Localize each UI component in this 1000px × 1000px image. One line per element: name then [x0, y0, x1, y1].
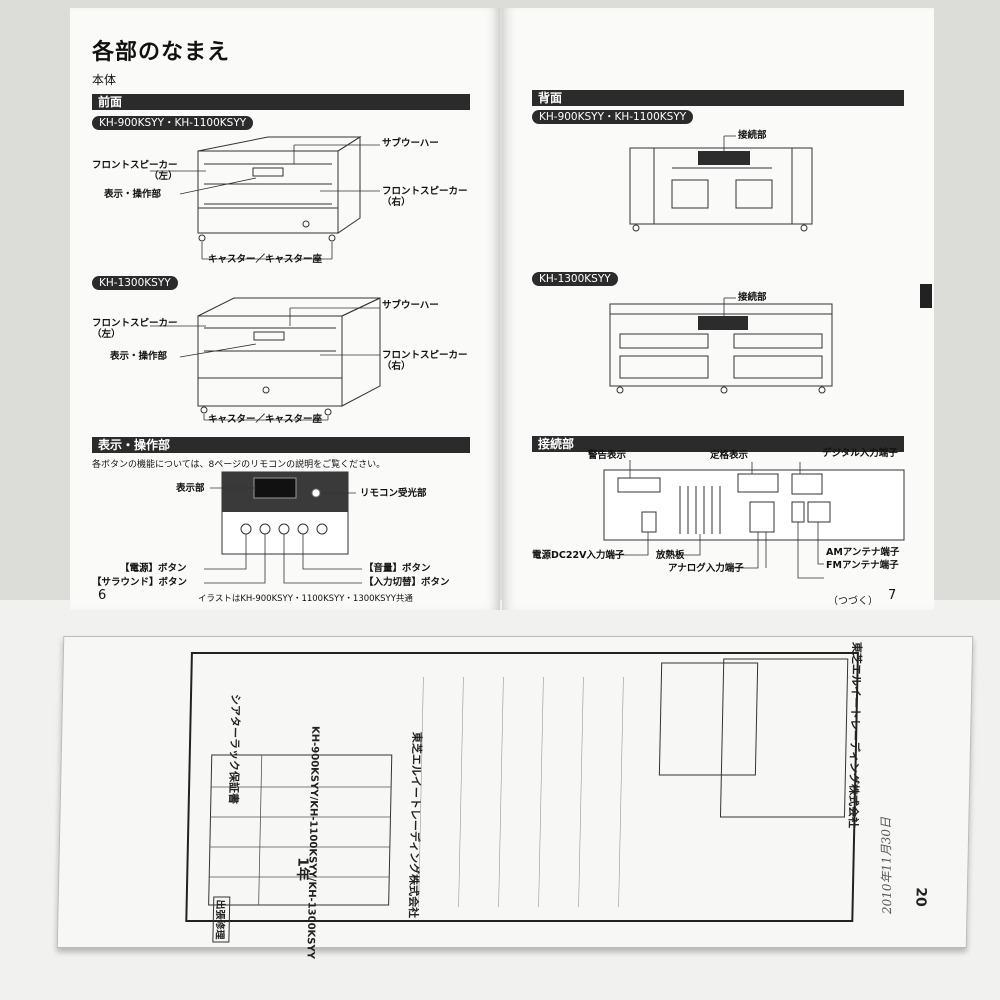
label-input-button: 【入力切替】ボタン — [364, 577, 450, 588]
label-warning: 警告表示 — [588, 450, 627, 461]
panel-note: 各ボタンの機能については、8ページのリモコンの説明をご覧ください。 — [92, 460, 386, 470]
label-dc-input: 電源DC22V入力端子 — [532, 550, 625, 561]
label-volume-button: 【音量】ボタン — [364, 563, 431, 574]
page-title: 各部のなまえ — [92, 40, 231, 65]
warranty-period: 1年 — [294, 857, 311, 881]
rack-front-illustration-b — [150, 297, 381, 421]
manual-page-left: 各部のなまえ 本体 前面 KH-900KSYY・KH-1100KSYY — [70, 8, 500, 610]
handwritten-date: 2010年11月30日 — [878, 816, 895, 915]
label-front-speaker-right-a: フロントスピーカー （右） — [382, 186, 468, 208]
rack-back-illustration-a — [629, 135, 813, 232]
warranty-page-number: 20 — [912, 887, 929, 907]
warranty-title: シアターラック保証書 — [226, 694, 243, 804]
rack-back-illustration-b — [609, 297, 833, 394]
index-tab-mark — [920, 284, 932, 308]
warranty-stamp: 出張修理 — [212, 896, 231, 943]
continued-note: （つづく） — [828, 596, 878, 607]
label-caster-a: キャスター／キャスター座 — [208, 254, 323, 265]
label-front-speaker-right-b: フロントスピーカー （右） — [382, 350, 468, 372]
label-connection-b: 接続部 — [738, 292, 767, 303]
label-heat-sink: 放熱板 — [656, 550, 685, 561]
control-panel-illustration — [204, 471, 362, 584]
label-display-operation-a: 表示・操作部 — [104, 189, 162, 200]
page-subtitle: 本体 — [92, 73, 117, 87]
label-connection-a: 接続部 — [738, 130, 767, 141]
label-display: 表示部 — [176, 483, 205, 494]
label-surround-button: 【サラウンド】ボタン — [92, 577, 188, 588]
page-number-left: 6 — [98, 588, 107, 603]
illustration-note: イラストはKH-900KSYY・1100KSYY・1300KSYY共通 — [198, 594, 413, 604]
section-header-panel: 表示・操作部 — [92, 437, 470, 453]
model-tag-b: KH-1300KSYY — [92, 276, 178, 290]
section-header-connection: 接続部 — [532, 436, 904, 452]
model-tag-a: KH-900KSYY・KH-1100KSYY — [92, 116, 254, 130]
warranty-booklet: シアターラック保証書 KH-900KSYY/KH-1100KSYY/KH-130… — [56, 636, 974, 959]
label-power-button: 【電源】ボタン — [120, 563, 187, 574]
label-remote-receiver: リモコン受光部 — [360, 488, 427, 499]
label-caster-b: キャスター／キャスター座 — [208, 414, 323, 425]
label-subwoofer-a: サブウーハー — [382, 138, 439, 149]
manual-page-right: 背面 KH-900KSYY・KH-1100KSYY 接続部 KH-1300KSY… — [502, 8, 934, 610]
label-front-speaker-left-a: フロントスピーカー （左） — [92, 160, 178, 182]
label-subwoofer-b: サブウーハー — [382, 300, 439, 311]
label-front-speaker-left-b: フロントスピーカー （左） — [92, 318, 178, 340]
model-tag-b-back: KH-1300KSYY — [532, 272, 618, 286]
section-header-front: 前面 — [92, 94, 470, 110]
page-number-right: 7 — [888, 588, 897, 603]
section-header-back: 背面 — [532, 90, 904, 106]
label-fm-antenna: FMアンテナ端子 — [826, 560, 899, 571]
rack-front-illustration-a — [150, 136, 380, 260]
label-analog-input: アナログ入力端子 — [668, 563, 744, 574]
label-am-antenna: AMアンテナ端子 — [826, 547, 900, 558]
warranty-border — [185, 652, 859, 922]
model-tag-a-back: KH-900KSYY・KH-1100KSYY — [532, 110, 694, 124]
connection-panel-illustration — [603, 460, 905, 579]
label-display-operation-b: 表示・操作部 — [110, 351, 168, 362]
label-rating: 定格表示 — [710, 450, 749, 461]
label-digital-input: デジタル入力端子 — [822, 448, 898, 459]
